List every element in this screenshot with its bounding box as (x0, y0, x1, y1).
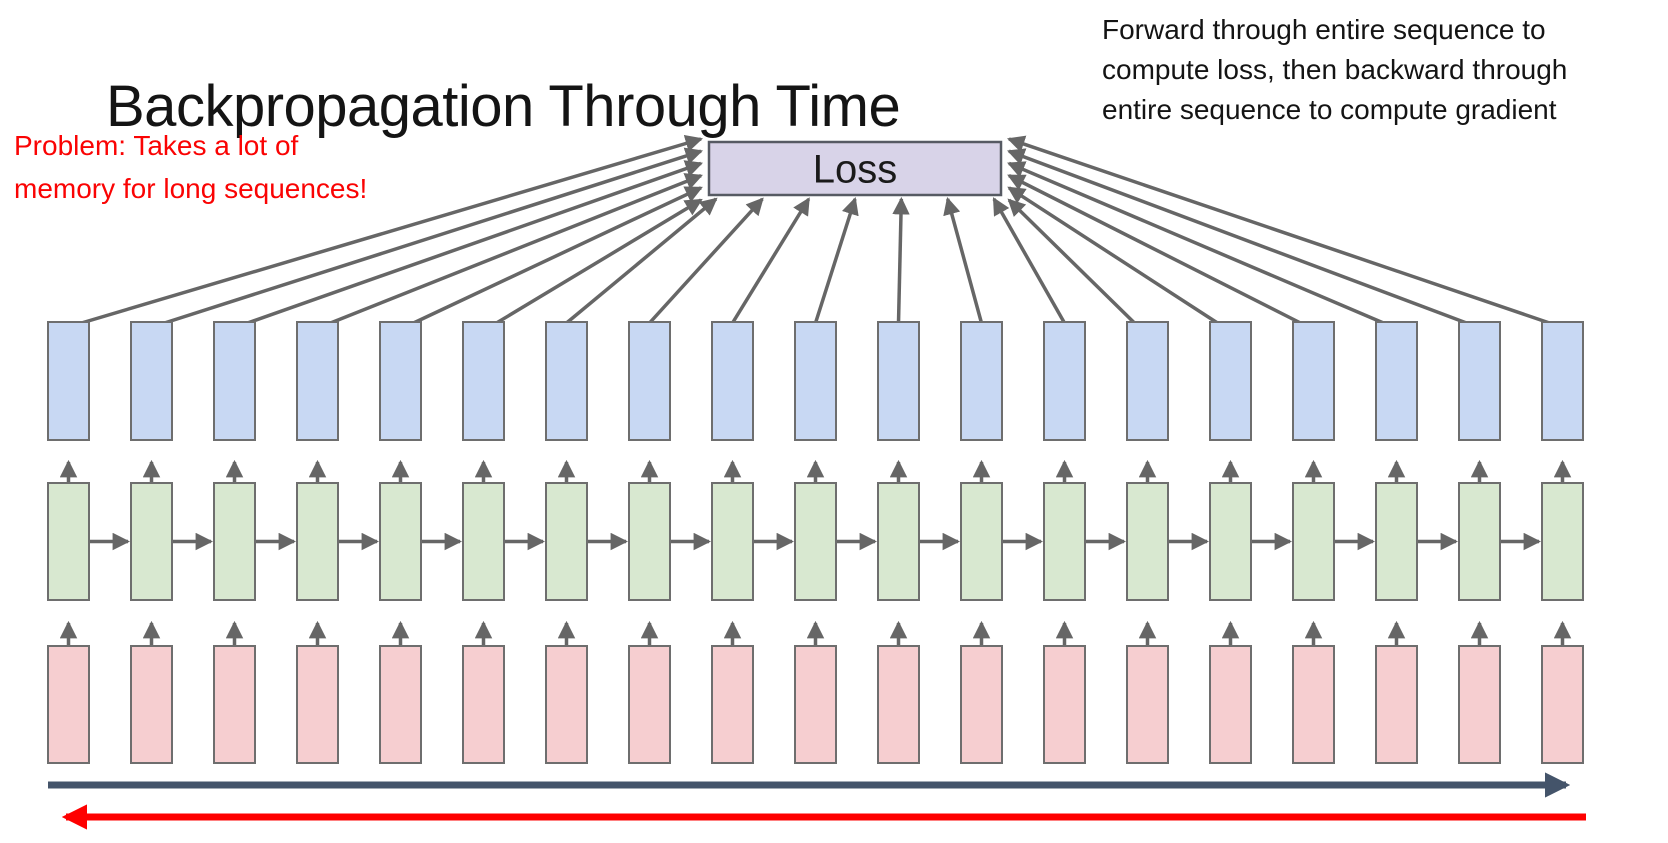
hidden-box (130, 482, 173, 601)
hidden-box (213, 482, 256, 601)
output-box (1541, 321, 1584, 441)
hidden-box (1209, 482, 1252, 601)
hidden-box (1541, 482, 1584, 601)
output-box (960, 321, 1003, 441)
input-box (379, 645, 422, 764)
output-box (794, 321, 837, 441)
loss-arrow (246, 160, 703, 325)
output-box (1043, 321, 1086, 441)
loss-arrow (329, 173, 703, 325)
output-box (130, 321, 173, 441)
loss-arrow (648, 197, 764, 325)
input-box (1209, 645, 1252, 764)
loss-arrow (495, 198, 703, 325)
loss-arrow (163, 147, 703, 325)
hidden-box (960, 482, 1003, 601)
loss-arrow (1007, 135, 1551, 325)
loss-arrow (731, 197, 811, 324)
output-box (877, 321, 920, 441)
hidden-box (877, 482, 920, 601)
input-box (794, 645, 837, 764)
output-box (1126, 321, 1169, 441)
loss-arrow (565, 197, 718, 325)
hidden-box (47, 482, 90, 601)
loss-arrow (992, 197, 1067, 324)
hidden-box (1126, 482, 1169, 601)
note-line-3: entire sequence to compute gradient (1102, 94, 1557, 125)
loss-arrow (892, 196, 910, 324)
forward-backward-note: Forward through entire sequence to compu… (1102, 10, 1662, 130)
hidden-box (794, 482, 837, 601)
slide-title: Backpropagation Through Time (106, 73, 901, 139)
input-box (296, 645, 339, 764)
loss-arrow (1007, 148, 1468, 325)
loss-arrow (1007, 198, 1136, 325)
loss-arrow (81, 134, 704, 325)
output-box (1209, 321, 1252, 441)
output-box (628, 321, 671, 441)
output-box (545, 321, 588, 441)
hidden-box (1375, 482, 1418, 601)
input-box (711, 645, 754, 764)
hidden-box (628, 482, 671, 601)
input-box (213, 645, 256, 764)
problem-line-2: memory for long sequences! (14, 173, 368, 204)
input-box (545, 645, 588, 764)
input-box (47, 645, 90, 764)
output-box (213, 321, 256, 441)
loss-arrow (943, 196, 984, 324)
output-box (296, 321, 339, 441)
loss-box (707, 140, 1003, 197)
loss-arrow (1007, 174, 1302, 325)
output-box (1458, 321, 1501, 441)
note-line-2: compute loss, then backward through (1102, 54, 1568, 85)
hidden-box (296, 482, 339, 601)
input-box (1458, 645, 1501, 764)
hidden-box (711, 482, 754, 601)
hidden-box (462, 482, 505, 601)
problem-line-1: Problem: Takes a lot of (14, 130, 299, 161)
input-box (1541, 645, 1584, 764)
output-box (711, 321, 754, 441)
loss-arrow (1007, 186, 1219, 325)
hidden-box (1458, 482, 1501, 601)
input-box (1043, 645, 1086, 764)
problem-note: Problem: Takes a lot of memory for long … (14, 124, 444, 210)
loss-arrow (1007, 161, 1385, 325)
loss-label: Loss (813, 148, 898, 192)
input-box (1292, 645, 1335, 764)
note-line-1: Forward through entire sequence to (1102, 14, 1546, 45)
input-box (877, 645, 920, 764)
loss-arrow (412, 186, 703, 325)
output-box (379, 321, 422, 441)
hidden-box (379, 482, 422, 601)
output-box (1375, 321, 1418, 441)
hidden-box (1292, 482, 1335, 601)
hidden-box (545, 482, 588, 601)
input-box (1375, 645, 1418, 764)
output-box (1292, 321, 1335, 441)
input-box (628, 645, 671, 764)
hidden-box (1043, 482, 1086, 601)
input-box (960, 645, 1003, 764)
loss-arrow (813, 196, 859, 324)
output-box (47, 321, 90, 441)
input-box (1126, 645, 1169, 764)
input-box (462, 645, 505, 764)
output-box (462, 321, 505, 441)
input-box (130, 645, 173, 764)
